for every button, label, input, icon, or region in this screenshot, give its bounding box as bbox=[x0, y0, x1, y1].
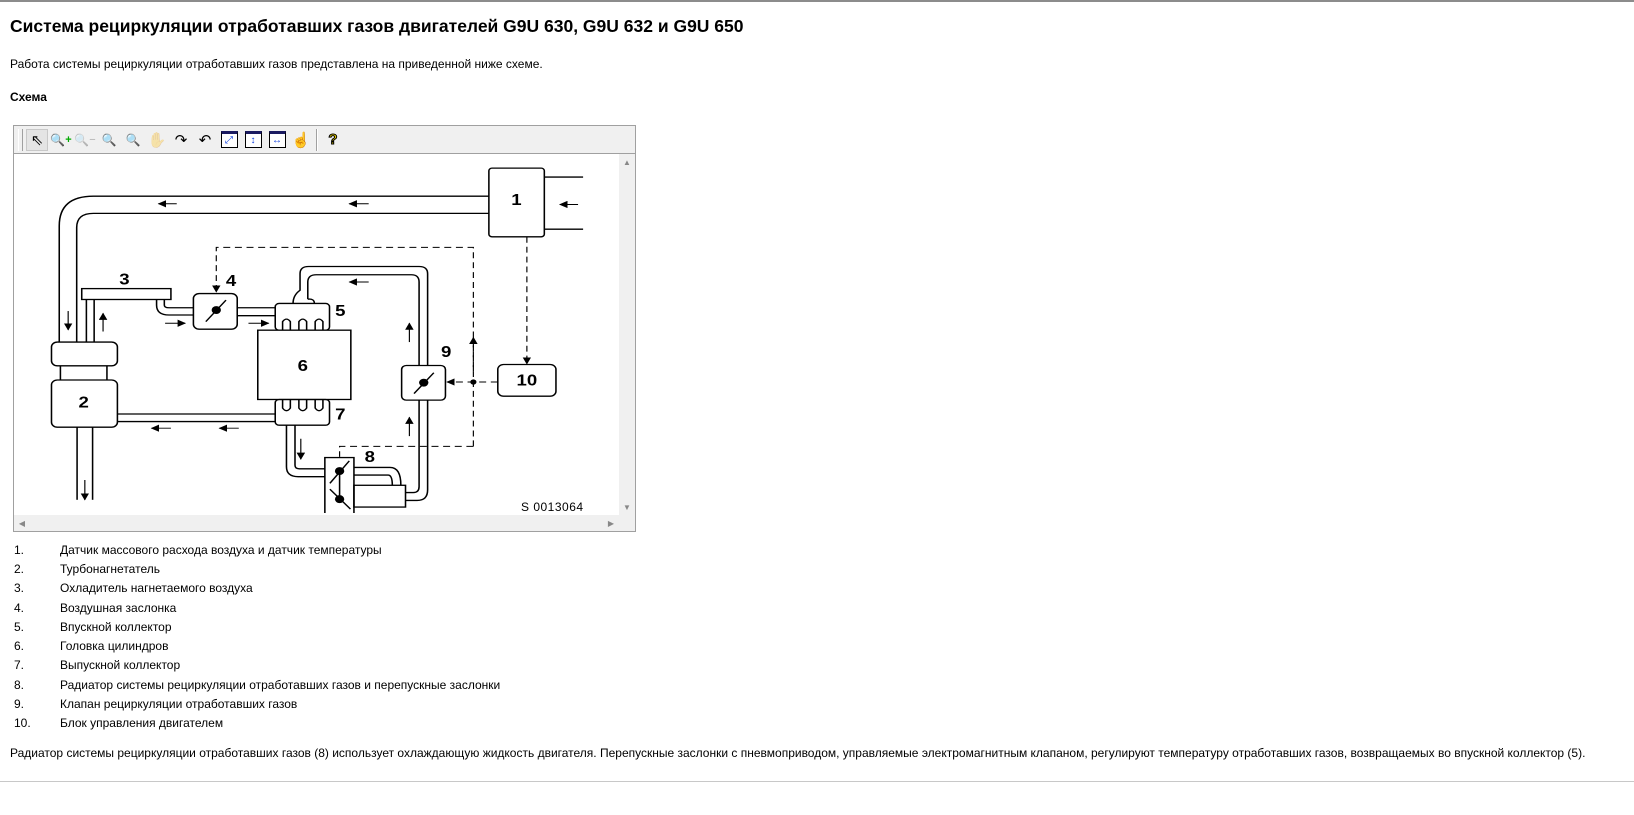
label-10: 10 bbox=[517, 371, 538, 389]
hand-icon: ✋ bbox=[147, 131, 167, 149]
help-icon: ? bbox=[328, 131, 338, 149]
pan-button[interactable]: ✋ bbox=[146, 129, 168, 151]
legend-list: 1. Датчик массового расхода воздуха и дат… bbox=[14, 540, 500, 733]
zoom-window-icon: 🔍 bbox=[125, 132, 141, 147]
exhaust-manifold bbox=[274, 398, 331, 426]
diagram-reference: S 0013064 bbox=[521, 500, 584, 514]
legend-item: 9. Клапан рециркуляции отработавших газов bbox=[14, 694, 500, 713]
rotate-ccw-icon: ↶ bbox=[198, 131, 212, 149]
scroll-left-arrow-icon[interactable]: ◀ bbox=[18, 518, 26, 528]
rotate-ccw-button[interactable]: ↶ bbox=[194, 129, 216, 151]
legend-item: 5. Впускной коллектор bbox=[14, 617, 500, 636]
legend-number: 5. bbox=[14, 619, 25, 634]
legend-number: 6. bbox=[14, 639, 25, 654]
zoom-out-icon: 🔍 bbox=[74, 132, 90, 147]
scroll-up-arrow-icon[interactable]: ▲ bbox=[623, 157, 631, 167]
label-1: 1 bbox=[511, 190, 522, 208]
vertical-scrollbar[interactable]: ▲ ▼ bbox=[619, 154, 635, 515]
legend-text: Турбонагнетатель bbox=[60, 561, 160, 576]
rotate-cw-button[interactable]: ↷ bbox=[170, 129, 192, 151]
turbocharger-compressor bbox=[50, 341, 119, 367]
mass-air-flow-sensor bbox=[488, 167, 546, 238]
legend-number: 7. bbox=[14, 658, 25, 673]
section-heading: Схема bbox=[10, 90, 47, 104]
pointer-icon: ⇖ bbox=[30, 131, 44, 149]
label-8: 8 bbox=[365, 447, 376, 465]
legend-number: 9. bbox=[14, 697, 25, 712]
toolbar-grip bbox=[18, 128, 23, 151]
legend-item: 3. Охладитель нагнетаемого воздуха bbox=[14, 579, 500, 598]
legend-text: Воздушная заслонка bbox=[60, 600, 177, 615]
fit-height-button[interactable]: ↕ bbox=[242, 129, 264, 151]
legend-text: Выпускной коллектор bbox=[60, 658, 181, 673]
scrollbar-corner bbox=[619, 515, 635, 531]
description-text: Радиатор системы рециркуляции отработавш… bbox=[10, 746, 1586, 760]
air-throttle bbox=[192, 292, 238, 330]
page-title: Система рециркуляции отработавших газов … bbox=[10, 16, 744, 36]
charge-air-cooler bbox=[80, 287, 172, 301]
legend-number: 10. bbox=[14, 716, 31, 731]
intro-text: Работа системы рециркуляции отработавших… bbox=[10, 57, 543, 71]
bottom-border bbox=[0, 781, 1634, 782]
label-7: 7 bbox=[335, 405, 345, 423]
viewer-toolbar: ⇖ 🔍+ 🔍− 🔍 🔍 ✋ ↷ ↶ ⤢ ↕ ↔ ☝ ? bbox=[14, 126, 635, 154]
label-9: 9 bbox=[441, 342, 451, 360]
zoom-button[interactable]: 🔍 bbox=[98, 129, 120, 151]
cylinder-head bbox=[257, 329, 352, 401]
legend-item: 10. Блок управления двигателем bbox=[14, 714, 500, 733]
fit-width-icon: ↔ bbox=[272, 135, 282, 146]
legend-text: Датчик массового расхода воздуха и датчи… bbox=[60, 542, 382, 557]
zoom-out-button[interactable]: 🔍− bbox=[74, 132, 96, 147]
legend-number: 8. bbox=[14, 677, 25, 692]
legend-item: 1. Датчик массового расхода воздуха и дат… bbox=[14, 540, 500, 559]
legend-text: Впускной коллектор bbox=[60, 619, 172, 634]
legend-item: 2. Турбонагнетатель bbox=[14, 559, 500, 578]
turbocharger bbox=[50, 379, 119, 428]
help-button[interactable]: ? bbox=[322, 129, 344, 151]
zoom-in-button[interactable]: 🔍+ bbox=[50, 132, 72, 147]
legend-number: 1. bbox=[14, 542, 25, 557]
legend-text: Клапан рециркуляции отработавших газов bbox=[60, 697, 298, 712]
label-5: 5 bbox=[335, 301, 346, 319]
label-2: 2 bbox=[78, 393, 88, 411]
fit-height-icon: ↕ bbox=[250, 135, 256, 146]
legend-number: 2. bbox=[14, 561, 25, 576]
scroll-down-arrow-icon[interactable]: ▼ bbox=[623, 502, 631, 512]
legend-item: 6. Головка цилиндров bbox=[14, 636, 500, 655]
pointer-tool-button[interactable]: ⇖ bbox=[26, 128, 48, 151]
label-4: 4 bbox=[226, 271, 237, 289]
egr-cooler bbox=[353, 484, 407, 508]
highlight-hand-icon: ☝ bbox=[291, 131, 311, 149]
legend-text: Охладитель нагнетаемого воздуха bbox=[60, 581, 253, 596]
label-3: 3 bbox=[119, 270, 129, 288]
legend-item: 7. Выпускной коллектор bbox=[14, 656, 500, 675]
legend-text: Головка цилиндров bbox=[60, 639, 169, 654]
egr-diagram: 1 2 3 4 5 6 7 8 9 10 bbox=[50, 167, 584, 513]
toolbar-separator bbox=[316, 128, 318, 151]
fit-width-button[interactable]: ↔ bbox=[266, 129, 288, 151]
legend-number: 3. bbox=[14, 581, 25, 596]
legend-text: Блок управления двигателем bbox=[60, 716, 224, 731]
legend-text: Радиатор системы рециркуляции отработавш… bbox=[60, 677, 501, 692]
top-border bbox=[0, 0, 1634, 2]
rotate-cw-icon: ↷ bbox=[174, 131, 188, 149]
zoom-window-button[interactable]: 🔍 bbox=[122, 129, 144, 151]
scroll-right-arrow-icon[interactable]: ▶ bbox=[607, 518, 615, 528]
legend-item: 4. Воздушная заслонка bbox=[14, 598, 500, 617]
highlight-button[interactable]: ☝ bbox=[290, 129, 312, 151]
label-6: 6 bbox=[298, 356, 308, 374]
zoom-in-icon: 🔍 bbox=[50, 132, 66, 147]
legend-item: 8. Радиатор системы рециркуляции отработа… bbox=[14, 675, 500, 694]
legend-number: 4. bbox=[14, 600, 25, 615]
magnifier-icon: 🔍 bbox=[101, 132, 117, 147]
fit-all-button[interactable]: ⤢ bbox=[218, 129, 240, 151]
horizontal-scrollbar[interactable]: ◀ ▶ bbox=[14, 515, 619, 531]
fit-all-icon: ⤢ bbox=[225, 135, 233, 146]
